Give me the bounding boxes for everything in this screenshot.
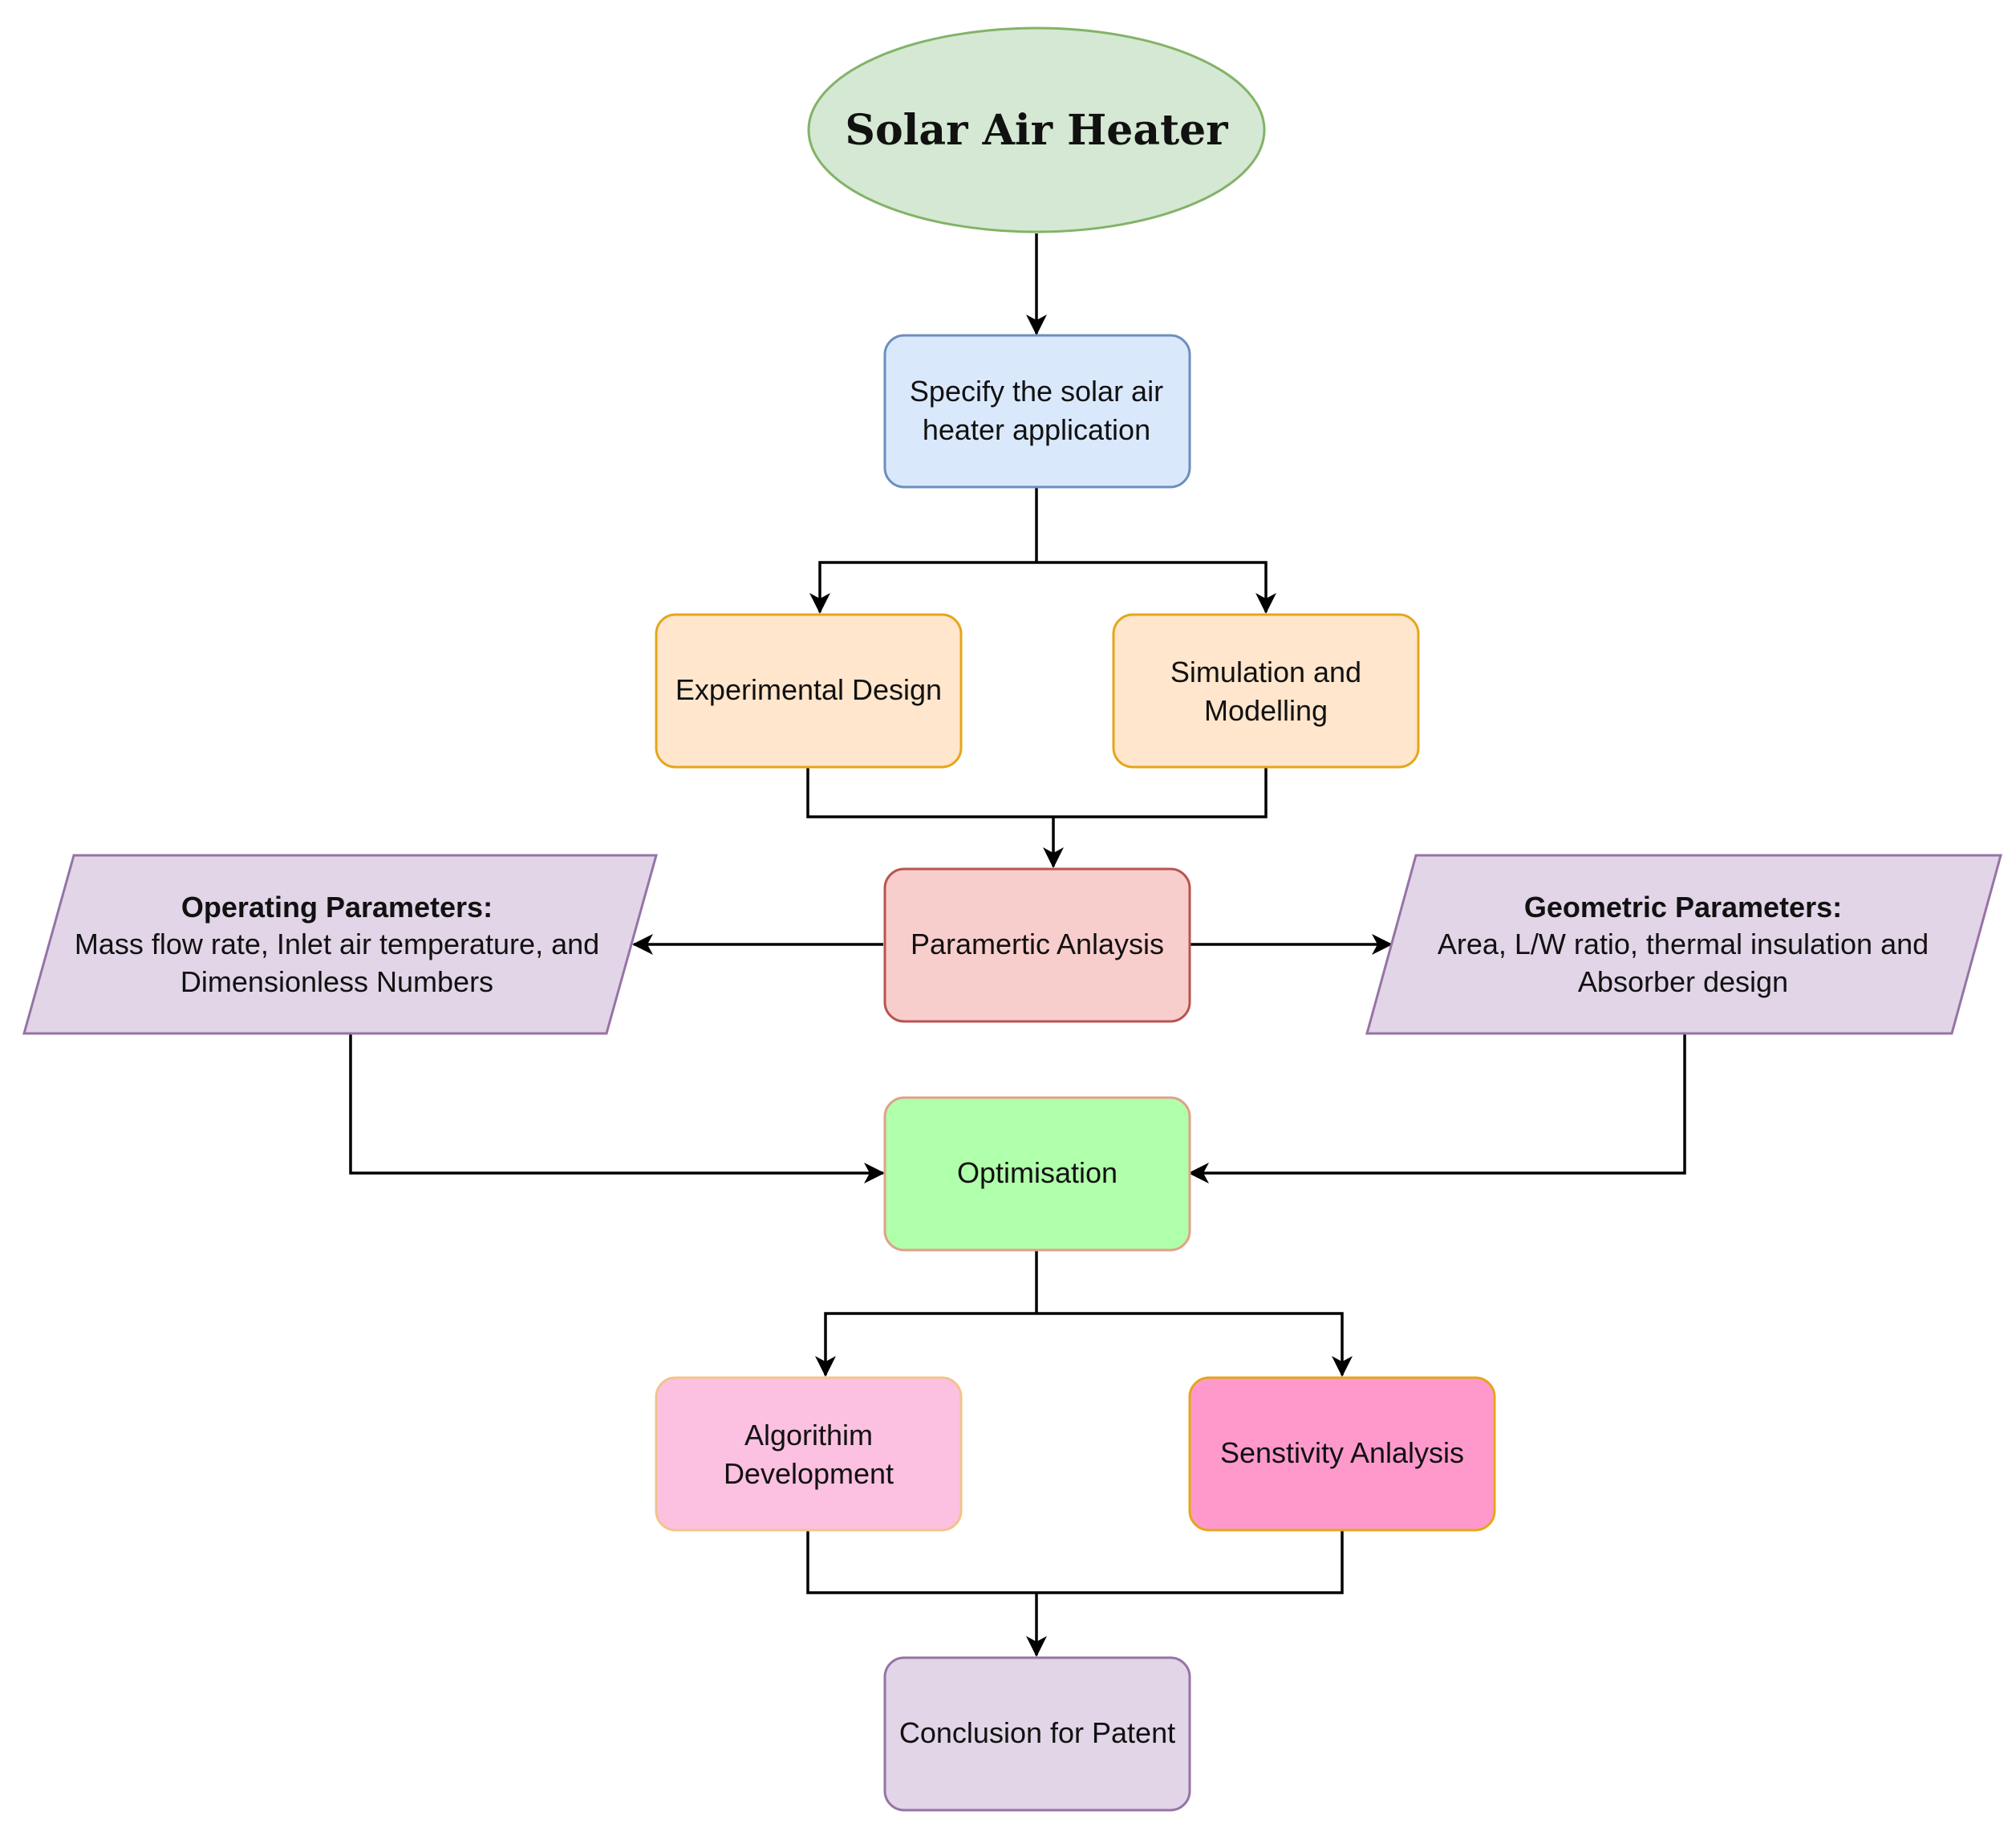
node-solar-air-heater: Solar Air Heater [807, 26, 1266, 233]
node-conclusion-for-patent: Conclusion for Patent [883, 1656, 1191, 1812]
geometric-line-2: Absorber design [1578, 965, 1788, 998]
node-experimental-design: Experimental Design [655, 613, 963, 769]
edge-operating-to-optimisation [349, 1033, 885, 1183]
terminal-ellipse [807, 26, 1266, 233]
node-label: Experimental Design [675, 673, 942, 706]
node-simulation-modelling: Simulation and Modelling [1112, 613, 1420, 769]
node-label: Conclusion for Patent [899, 1716, 1175, 1749]
node-operating-parameters: Operating Parameters: Mass flow rate, In… [22, 854, 658, 1035]
node-sensitivity-analysis: Senstivity Anlalysis [1188, 1376, 1496, 1532]
node-geometric-parameters: Geometric Parameters: Area, L/W ratio, t… [1365, 854, 2002, 1035]
edges [349, 233, 1686, 1657]
operating-line-2: Dimensionless Numbers [181, 965, 493, 998]
process-box [883, 1096, 1191, 1252]
operating-line-1: Mass flow rate, Inlet air temperature, a… [75, 928, 599, 960]
node-label: Optimisation [957, 1156, 1118, 1189]
process-box [883, 1656, 1191, 1812]
node-label-line-1: Specify the solar air [910, 375, 1163, 408]
edge-optimisation-to-algorithm [815, 1312, 1036, 1377]
node-specify-application: Specify the solar air heater application [883, 334, 1191, 489]
edge-experimental-merge [806, 766, 1053, 818]
node-label: Paramertic Anlaysis [911, 928, 1164, 960]
edge-optimisation-to-sensitivity [1036, 1312, 1353, 1377]
node-label-line-2: heater application [923, 413, 1150, 446]
node-parametric-analysis: Paramertic Anlaysis [883, 867, 1191, 1023]
geometric-line-1: Area, L/W ratio, thermal insulation and [1438, 928, 1929, 960]
process-box [883, 334, 1191, 489]
node-label-line-1: Simulation and [1170, 656, 1361, 688]
edge-specify-to-simulation [1036, 561, 1276, 614]
data-parallelogram [1365, 854, 2002, 1035]
data-parallelogram [22, 854, 658, 1035]
node-label-line-2: Development [724, 1457, 894, 1490]
process-box [883, 867, 1191, 1023]
process-box [1112, 613, 1420, 769]
process-box [1188, 1376, 1496, 1532]
process-box [655, 1376, 963, 1532]
edge-simulation-merge [1053, 766, 1268, 818]
node-label-line-1: Algorithim [744, 1419, 873, 1451]
node-label: Senstivity Anlalysis [1220, 1436, 1464, 1469]
edge-geometric-to-optimisation [1188, 1033, 1686, 1183]
geometric-heading: Geometric Parameters: [1524, 891, 1842, 924]
operating-heading: Operating Parameters: [181, 891, 493, 924]
edge-algorithm-merge [806, 1529, 1036, 1594]
node-optimisation: Optimisation [883, 1096, 1191, 1252]
node-label-line-2: Modelling [1204, 694, 1328, 727]
edge-specify-to-experimental [809, 561, 1036, 614]
diagram-title: Solar Air Heater [845, 106, 1228, 155]
node-algorithm-development: Algorithim Development [655, 1376, 963, 1532]
process-box [655, 613, 963, 769]
edge-sensitivity-merge [1036, 1529, 1344, 1594]
